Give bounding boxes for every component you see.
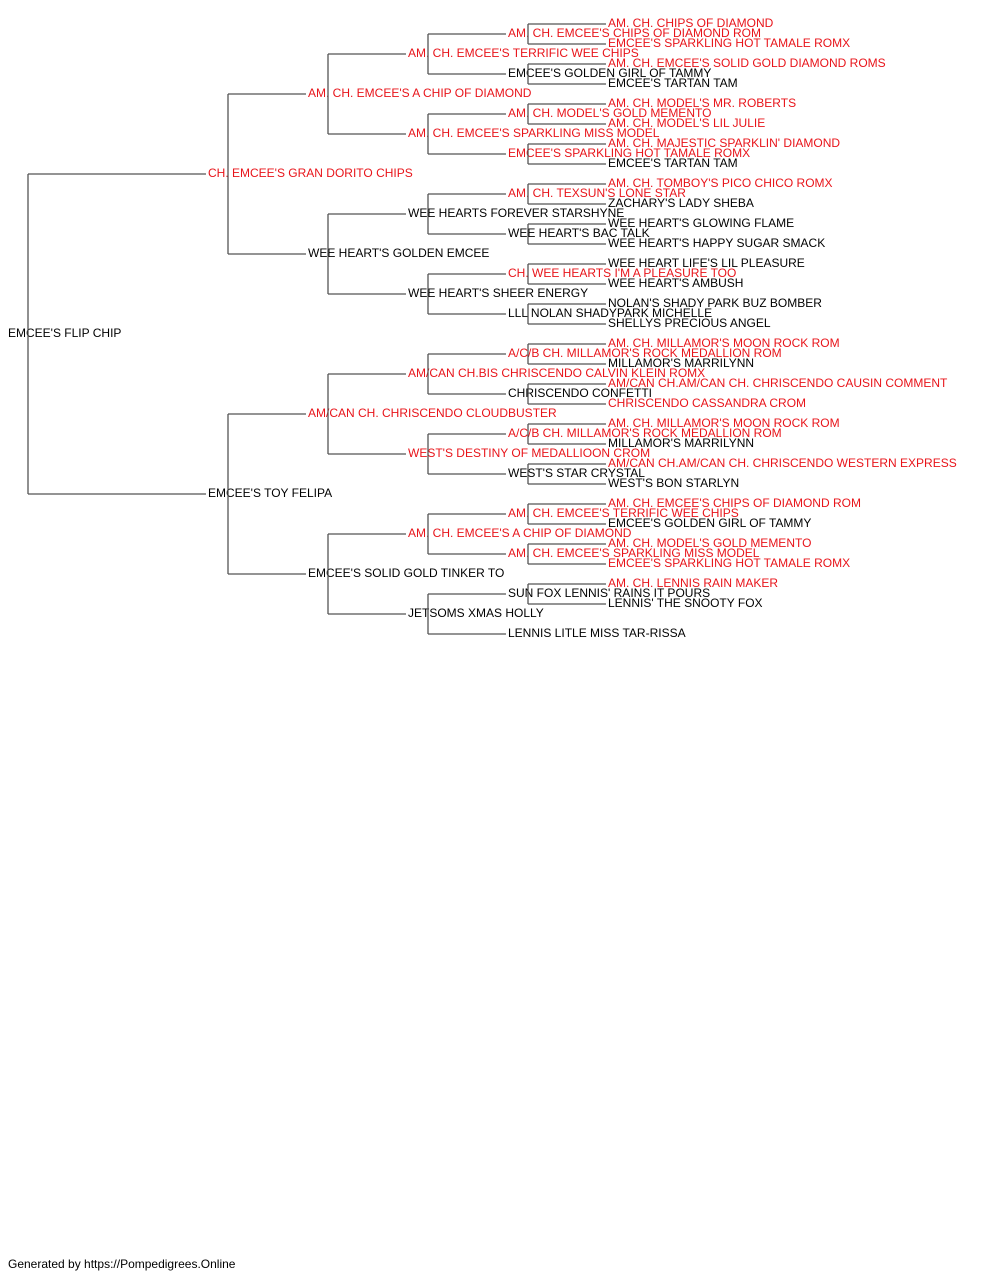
dog-name-gen3: AM/CAN CH.BIS CHRISCENDO CALVIN KLEIN RO… <box>408 366 705 380</box>
dog-name-gen5: WEST'S BON STARLYN <box>608 476 739 490</box>
dog-name-gen3: JETSOMS XMAS HOLLY <box>408 606 544 620</box>
footer-credit: Generated by https://Pompedigrees.Online <box>8 1257 236 1271</box>
dog-name-gen5: AM. CH. LENNIS RAIN MAKER <box>608 576 778 590</box>
dog-name-gen4: AM. CH. MODEL'S GOLD MEMENTO <box>508 106 711 120</box>
dog-name-gen3: AM. CH. EMCEE'S A CHIP OF DIAMOND <box>408 526 632 540</box>
dog-name-gen1: EMCEE'S TOY FELIPA <box>208 486 332 500</box>
dog-name-gen3: WEE HEART'S SHEER ENERGY <box>408 286 588 300</box>
dog-name-gen5: AM. CH. MODEL'S MR. ROBERTS <box>608 96 796 110</box>
dog-name-gen4: WEST'S STAR CRYSTAL <box>508 466 645 480</box>
dog-name-gen3: AM. CH. EMCEE'S SPARKLING MISS MODEL <box>408 126 660 140</box>
dog-name-gen5: ZACHARY'S LADY SHEBA <box>608 196 754 210</box>
dog-name-gen4: LENNIS LITLE MISS TAR-RISSA <box>508 626 686 640</box>
dog-name-gen2: AM/CAN CH. CHRISCENDO CLOUDBUSTER <box>308 406 557 420</box>
dog-name-gen5: EMCEE'S TARTAN TAM <box>608 156 738 170</box>
dog-name-gen3: WEST'S DESTINY OF MEDALLIOON CROM <box>408 446 650 460</box>
dog-name-gen4: CH. WEE HEARTS I'M A PLEASURE TOO <box>508 266 736 280</box>
dog-name-gen5: AM. CH. TOMBOY'S PICO CHICO ROMX <box>608 176 833 190</box>
dog-name-gen5: AM. CH. EMCEE'S SOLID GOLD DIAMOND ROMS <box>608 56 886 70</box>
dog-name-gen3: AM. CH. EMCEE'S TERRIFIC WEE CHIPS <box>408 46 639 60</box>
dog-name-gen2: WEE HEART'S GOLDEN EMCEE <box>308 246 489 260</box>
dog-name-gen5: EMCEE'S TARTAN TAM <box>608 76 738 90</box>
dog-name-gen5: AM. CH. MILLAMOR'S MOON ROCK ROM <box>608 416 840 430</box>
dog-name-gen4: CHRISCENDO CONFETTI <box>508 386 652 400</box>
dog-name-gen5: AM/CAN CH.AM/CAN CH. CHRISCENDO CAUSIN C… <box>608 376 948 390</box>
dog-name-gen5: WEE HEART'S GLOWING FLAME <box>608 216 794 230</box>
dog-name-gen4: SUN FOX LENNIS' RAINS IT POURS <box>508 586 710 600</box>
dog-name-gen5: LENNIS' THE SNOOTY FOX <box>608 596 763 610</box>
dog-name-gen5: AM. CH. MODEL'S LIL JULIE <box>608 116 765 130</box>
dog-name-gen5: AM. CH. MILLAMOR'S MOON ROCK ROM <box>608 336 840 350</box>
dog-name-gen2: AM. CH. EMCEE'S A CHIP OF DIAMOND <box>308 86 532 100</box>
dog-name-gen4: WEE HEART'S BAC TALK <box>508 226 650 240</box>
dog-name-gen5: SHELLYS PRECIOUS ANGEL <box>608 316 771 330</box>
dog-name-gen1: CH. EMCEE'S GRAN DORITO CHIPS <box>208 166 413 180</box>
dog-name-gen5: NOLAN'S SHADY PARK BUZ BOMBER <box>608 296 822 310</box>
dog-name-gen4: LLL NOLAN SHADYPARK MICHELLE <box>508 306 712 320</box>
dog-name-gen5: MILLAMOR'S MARRILYNN <box>608 436 754 450</box>
dog-name-gen5: EMCEE'S GOLDEN GIRL OF TAMMY <box>608 516 811 530</box>
dog-name-gen4: EMCEE'S GOLDEN GIRL OF TAMMY <box>508 66 711 80</box>
dog-name-gen5: EMCEE'S SPARKLING HOT TAMALE ROMX <box>608 36 850 50</box>
dog-name-gen4: AM. CH. TEXSUN'S LONE STAR <box>508 186 686 200</box>
dog-name-gen5: AM. CH. EMCEE'S CHIPS OF DIAMOND ROM <box>608 496 861 510</box>
dog-name-gen0: EMCEE'S FLIP CHIP <box>8 326 121 340</box>
dog-name-gen2: EMCEE'S SOLID GOLD TINKER TO <box>308 566 504 580</box>
dog-name-gen4: EMCEE'S SPARKLING HOT TAMALE ROMX <box>508 146 750 160</box>
dog-name-gen5: AM. CH. MODEL'S GOLD MEMENTO <box>608 536 811 550</box>
dog-name-gen5: AM. CH. CHIPS OF DIAMOND <box>608 16 774 30</box>
dog-name-gen4: AM. CH. EMCEE'S CHIPS OF DIAMOND ROM <box>508 26 761 40</box>
dog-name-gen5: CHRISCENDO CASSANDRA CROM <box>608 396 806 410</box>
dog-name-gen4: A/C/B CH. MILLAMOR'S ROCK MEDALLION ROM <box>508 346 782 360</box>
dog-name-gen3: WEE HEARTS FOREVER STARSHYNE <box>408 206 624 220</box>
dog-name-gen5: MILLAMOR'S MARRILYNN <box>608 356 754 370</box>
dog-name-gen4: AM. CH. EMCEE'S TERRIFIC WEE CHIPS <box>508 506 739 520</box>
dog-name-gen5: WEE HEART'S AMBUSH <box>608 276 743 290</box>
dog-name-gen5: WEE HEART LIFE'S LIL PLEASURE <box>608 256 805 270</box>
dog-name-gen4: AM. CH. EMCEE'S SPARKLING MISS MODEL <box>508 546 760 560</box>
dog-name-gen5: EMCEE'S SPARKLING HOT TAMALE ROMX <box>608 556 850 570</box>
dog-name-gen5: AM/CAN CH.AM/CAN CH. CHRISCENDO WESTERN … <box>608 456 957 470</box>
dog-name-gen5: AM. CH. MAJESTIC SPARKLIN' DIAMOND <box>608 136 840 150</box>
dog-name-gen5: WEE HEART'S HAPPY SUGAR SMACK <box>608 236 825 250</box>
dog-name-gen4: A/C/B CH. MILLAMOR'S ROCK MEDALLION ROM <box>508 426 782 440</box>
